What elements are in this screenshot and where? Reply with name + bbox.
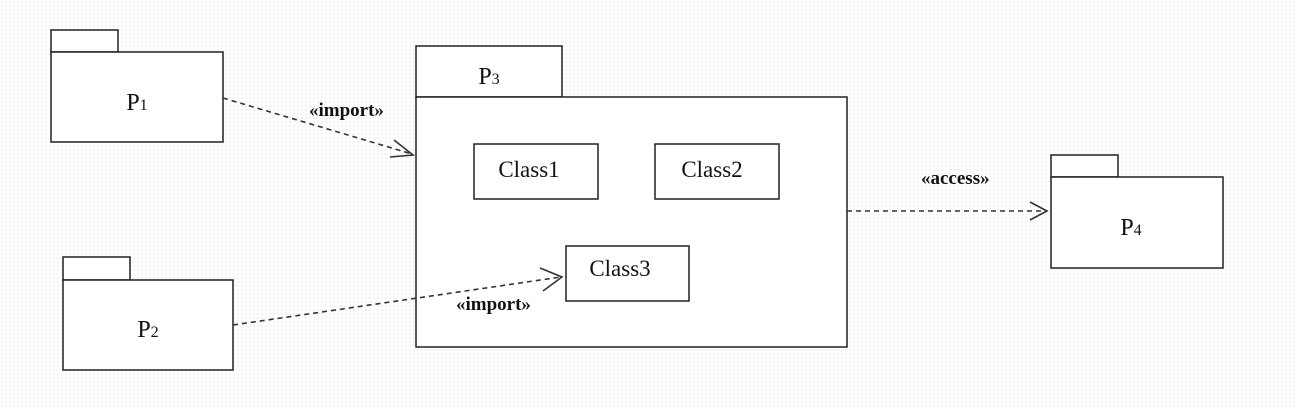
dependency-p3-p4-arrowhead <box>1029 201 1049 221</box>
package-p4-tab <box>1050 154 1119 178</box>
dependency-p1-import-p3[interactable]: «import» <box>222 97 416 158</box>
package-p1-label: P1 <box>126 90 147 116</box>
class-class3-label: Class3 <box>589 256 650 281</box>
package-p2-body <box>62 279 234 371</box>
dependency-p2-class3-line <box>232 276 562 326</box>
class-class1-label: Class1 <box>498 157 559 182</box>
package-p2-label: P2 <box>137 317 158 343</box>
package-p4-subscript: 4 <box>1134 222 1142 239</box>
class-class1-box <box>473 143 599 200</box>
package-p3-body <box>415 96 848 348</box>
dependency-p1-p3-line <box>222 97 413 155</box>
package-p2-subscript: 2 <box>151 324 159 341</box>
dependency-p3-p4-stereotype: «access» <box>921 168 990 189</box>
class-class3[interactable]: Class3 <box>565 245 690 302</box>
package-p3-tab <box>415 45 563 98</box>
package-p4-label: P4 <box>1120 215 1141 241</box>
package-p1[interactable]: P1 <box>50 29 224 143</box>
dependency-p2-class3-arrowhead <box>539 267 564 292</box>
package-p2[interactable]: P2 <box>62 256 234 371</box>
package-p1-body <box>50 51 224 143</box>
class-class2-box <box>654 143 780 200</box>
package-p3[interactable]: P3 <box>415 45 848 348</box>
package-p2-tab <box>62 256 131 281</box>
class-class2[interactable]: Class2 <box>654 143 780 200</box>
dependency-p1-p3-arrowhead <box>389 139 416 158</box>
package-p1-subscript: 1 <box>140 97 148 114</box>
class-class1[interactable]: Class1 <box>473 143 599 200</box>
package-p3-label: P3 <box>478 64 499 90</box>
class-class3-box <box>565 245 690 302</box>
dependency-p3-access-p4[interactable]: «access» <box>847 168 1049 221</box>
package-p4-body <box>1050 176 1224 269</box>
package-p4[interactable]: P4 <box>1050 154 1224 269</box>
package-p1-tab <box>50 29 119 53</box>
dependency-p2-class3-stereotype: «import» <box>456 294 531 315</box>
dependency-p1-p3-stereotype: «import» <box>309 100 384 121</box>
class-class2-label: Class2 <box>681 157 742 182</box>
dependency-p2-import-class3[interactable]: «import» <box>232 267 564 326</box>
package-p3-subscript: 3 <box>492 71 500 88</box>
